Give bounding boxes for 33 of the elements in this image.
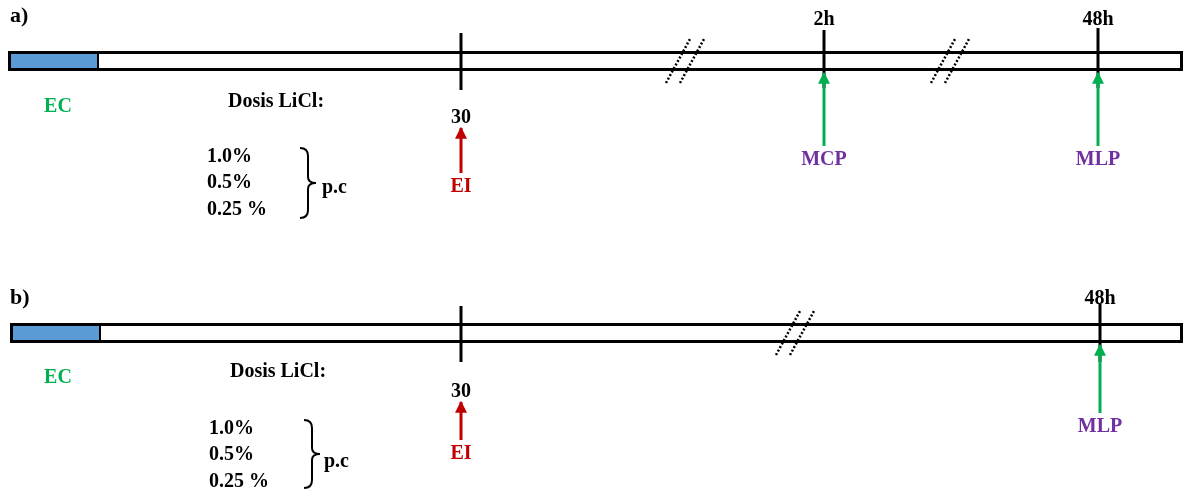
timeline-segment xyxy=(11,54,99,68)
time-label: 48h xyxy=(1084,287,1116,307)
segment-label: EC xyxy=(44,366,72,386)
timeline-bar xyxy=(10,323,1183,343)
arrow xyxy=(1092,71,1104,146)
dose-value: 0.5% xyxy=(209,443,254,463)
dose-value: 1.0% xyxy=(207,145,252,165)
dose-heading: Dosis LiCl: xyxy=(227,90,325,110)
arrow xyxy=(1094,343,1106,413)
panel-label: a) xyxy=(10,4,29,26)
event-label: MCP xyxy=(801,148,847,168)
panel-label: b) xyxy=(10,286,30,308)
arrow xyxy=(818,71,830,146)
event-label: MLP xyxy=(1077,415,1123,435)
event-label: EI xyxy=(450,442,472,462)
dose-heading: Dosis LiCl: xyxy=(229,360,327,380)
event-label: EI xyxy=(450,175,472,195)
arrow xyxy=(455,126,467,173)
segment-label: EC xyxy=(44,95,72,115)
dose-value: 0.25 % xyxy=(209,470,269,490)
dose-value: 1.0% xyxy=(209,417,254,437)
time-label: 2h xyxy=(813,8,835,28)
dose-value: 0.25 % xyxy=(207,198,267,218)
route-label: p.c xyxy=(324,450,349,470)
time-label: 48h xyxy=(1082,8,1114,28)
dose-value: 0.5% xyxy=(207,171,252,191)
event-label: MLP xyxy=(1075,148,1121,168)
route-label: p.c xyxy=(322,176,347,196)
time-label: 30 xyxy=(451,380,471,400)
timeline-bar xyxy=(8,51,1183,71)
timeline-segment xyxy=(13,326,101,340)
arrow xyxy=(455,400,467,440)
time-label: 30 xyxy=(451,106,471,126)
